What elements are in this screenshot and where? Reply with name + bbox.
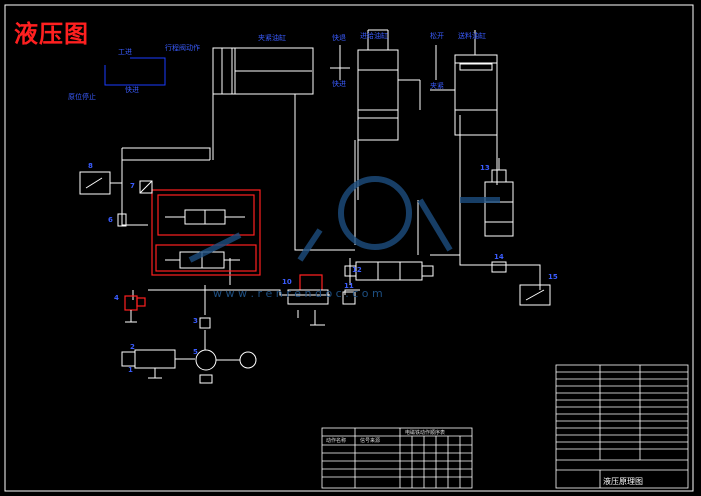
pump-unit — [121, 349, 257, 384]
label-kuaitui: 快退 — [332, 33, 346, 42]
title-block-name: 液压原理图 — [603, 476, 643, 486]
pressure-switch-15 — [519, 284, 551, 306]
label-kuaijin-mid: 快进 — [332, 79, 346, 88]
push-cylinder — [430, 30, 498, 136]
num-3: 3 — [193, 317, 198, 325]
label-yuanwei: 原位停止 — [68, 92, 96, 101]
watermark-text: w w w . r e n r e n d o c . c o m — [213, 287, 383, 300]
check-valve-6 — [117, 213, 127, 227]
directional-valve-2 — [165, 251, 240, 269]
num-12: 12 — [352, 266, 362, 274]
component-14 — [491, 261, 507, 273]
label-songkai: 松开 — [430, 31, 444, 40]
filter-3 — [199, 317, 211, 329]
num-14: 14 — [494, 253, 504, 261]
pipe-lines — [121, 115, 541, 350]
label-kuaijin-top: 快进 — [125, 85, 139, 94]
label-gongjin-gang: 进给油缸 — [360, 31, 388, 40]
check-valve-11 — [342, 291, 356, 305]
watermark-logo — [188, 176, 500, 263]
label-xingcheng: 行程阀动作 — [165, 43, 200, 52]
num-5: 5 — [193, 348, 198, 356]
num-8: 8 — [88, 162, 93, 170]
directional-valve-3 — [344, 261, 434, 281]
labels-group: 工进 行程阀动作 快进 原位停止 夹紧油缸 快退 快进 进给油缸 松开 夹紧 送… — [68, 31, 486, 101]
label-songjin-gang: 送料油缸 — [458, 31, 486, 40]
num-6: 6 — [108, 216, 113, 224]
num-2: 2 — [130, 343, 135, 351]
title-block — [555, 364, 689, 489]
clamp-cylinder — [212, 47, 314, 160]
component-numbers: 8 7 6 3 4 5 2 1 10 11 12 13 14 15 — [88, 162, 558, 374]
solenoid-table-header-0: 动作名称 — [326, 437, 346, 444]
solenoid-table — [321, 427, 473, 489]
manifold-block — [151, 189, 261, 276]
relief-valve-4 — [124, 295, 146, 311]
drawing-border — [4, 4, 694, 492]
label-jiajin-gang: 夹紧油缸 — [258, 33, 286, 42]
directional-valve-1 — [165, 209, 245, 225]
pressure-switch-8 — [79, 171, 122, 195]
label-jiajin: 夹紧 — [430, 81, 444, 90]
num-11: 11 — [344, 282, 354, 290]
label-gongjin: 工进 — [118, 48, 132, 56]
num-15: 15 — [548, 273, 558, 281]
num-7: 7 — [130, 182, 135, 190]
sequence-valve-10 — [299, 274, 323, 290]
num-13: 13 — [480, 164, 490, 172]
num-1: 1 — [128, 366, 133, 374]
num-4: 4 — [114, 294, 119, 302]
feed-cylinder — [357, 29, 421, 200]
solenoid-table-header-1: 信号来源 — [360, 437, 380, 444]
drawing-title: 液压图 — [14, 19, 89, 48]
pressure-gauge-7 — [139, 180, 153, 194]
solenoid-table-title: 电磁铁动作顺序表 — [405, 429, 445, 436]
num-10: 10 — [282, 278, 292, 286]
